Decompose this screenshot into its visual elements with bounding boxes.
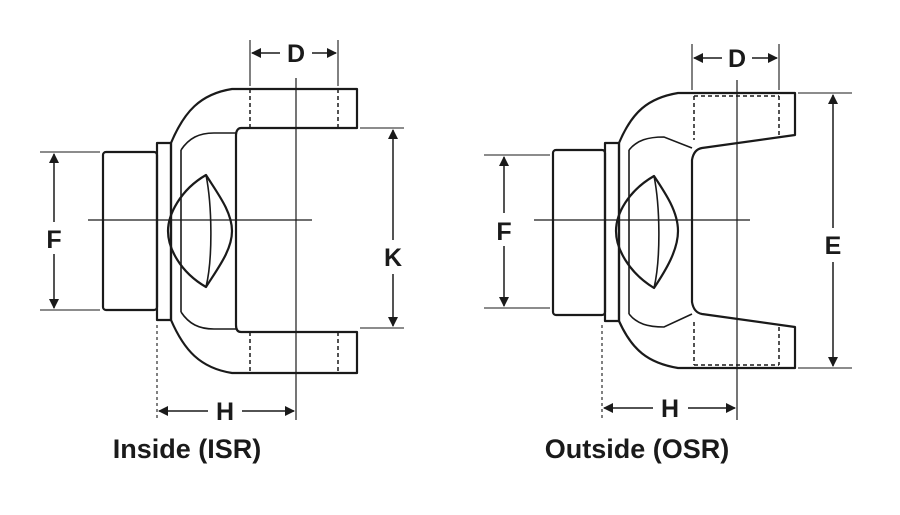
dimension-K: K (360, 127, 404, 329)
outside-snap-ring-yoke (534, 80, 797, 420)
dimension-H-right: H (601, 325, 736, 423)
dimension-D-right: D (691, 44, 780, 90)
label-H: H (216, 398, 234, 426)
caption-outside: Outside (OSR) (545, 434, 730, 464)
caption-inside: Inside (ISR) (113, 434, 262, 464)
inner-contour (180, 132, 236, 330)
dimension-E: E (798, 92, 852, 369)
label-H: H (661, 395, 679, 423)
dimension-D-left: D (249, 40, 339, 86)
label-E: E (825, 232, 842, 260)
label-K: K (384, 244, 402, 272)
dimension-F-left: F (40, 151, 100, 311)
label-D: D (287, 40, 305, 68)
inner-contour (628, 136, 693, 328)
oval-boss (166, 173, 234, 289)
dimension-F-right: F (484, 154, 550, 309)
label-F: F (496, 218, 511, 246)
hub-body (101, 150, 159, 312)
dimension-H-left: H (156, 325, 295, 426)
yoke-body (169, 87, 359, 375)
oval-boss (614, 174, 680, 290)
label-D: D (728, 45, 746, 73)
hub-body (551, 148, 607, 317)
inside-snap-ring-yoke (88, 78, 359, 420)
label-F: F (46, 226, 61, 254)
yoke-body (617, 91, 797, 370)
